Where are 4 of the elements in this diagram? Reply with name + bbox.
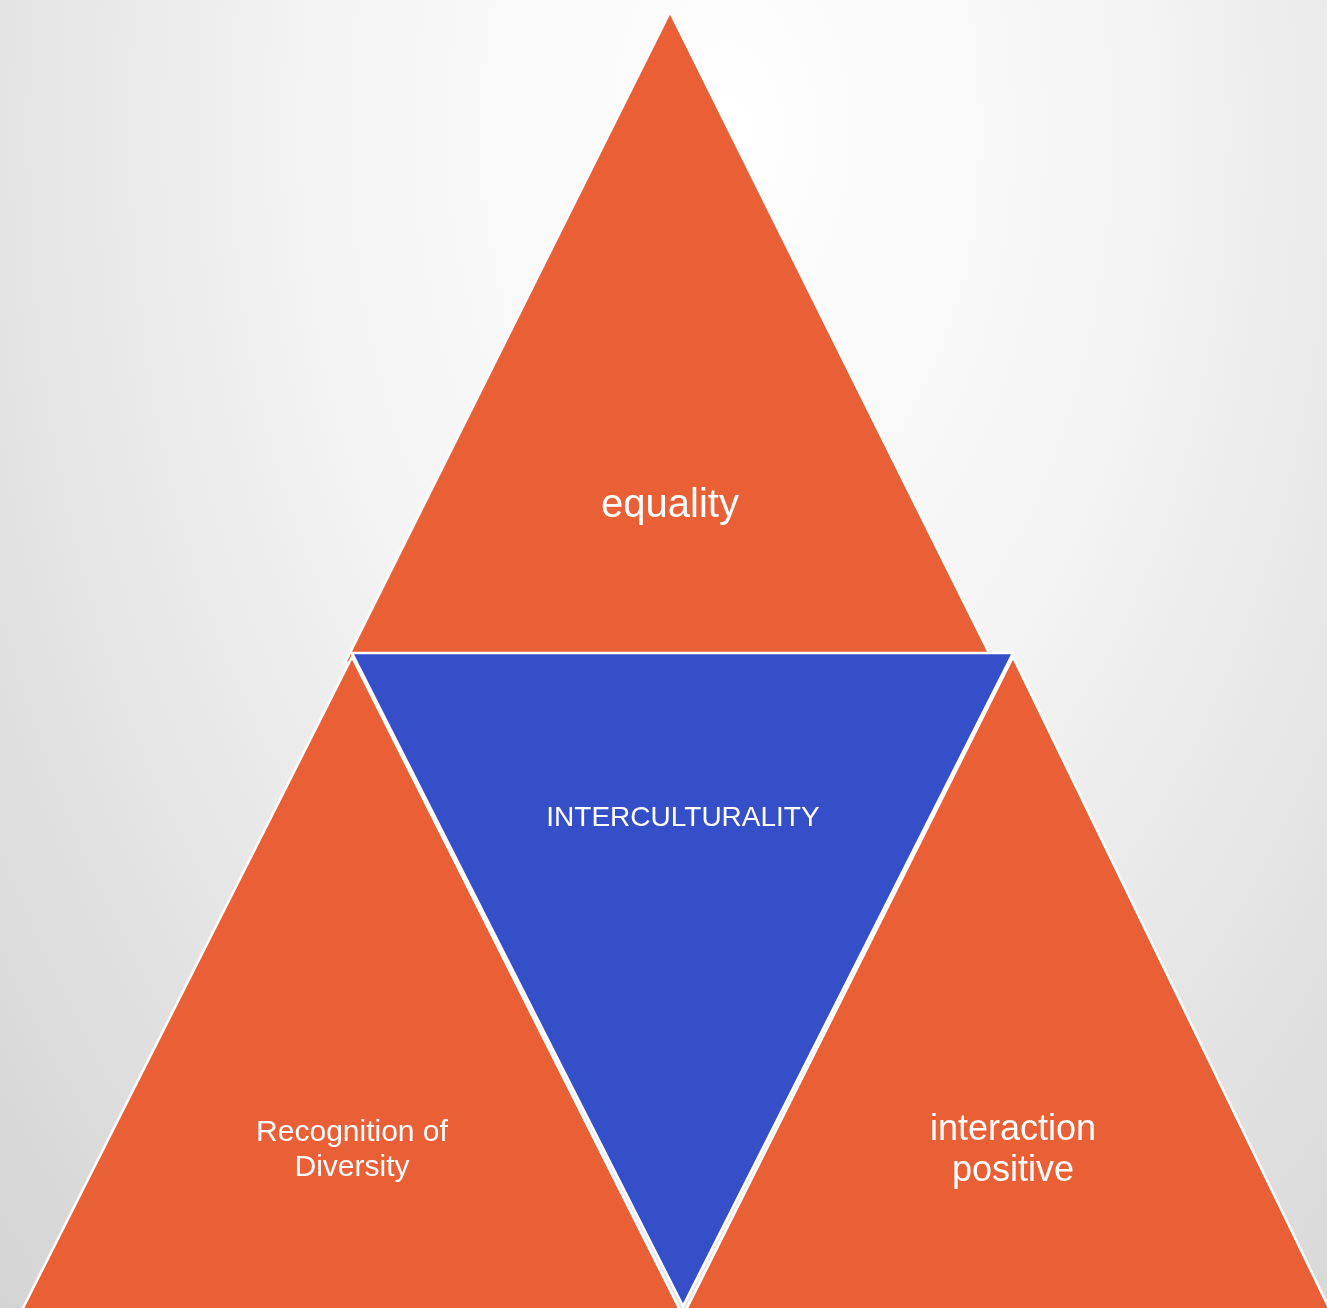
triangle-label: interaction positive	[928, 1106, 1098, 1190]
triangle-label: equality	[600, 480, 740, 526]
triangle-label: INTERCULTURALITY	[545, 800, 821, 834]
triangle-label: Recognition of Diversity	[255, 1113, 449, 1183]
